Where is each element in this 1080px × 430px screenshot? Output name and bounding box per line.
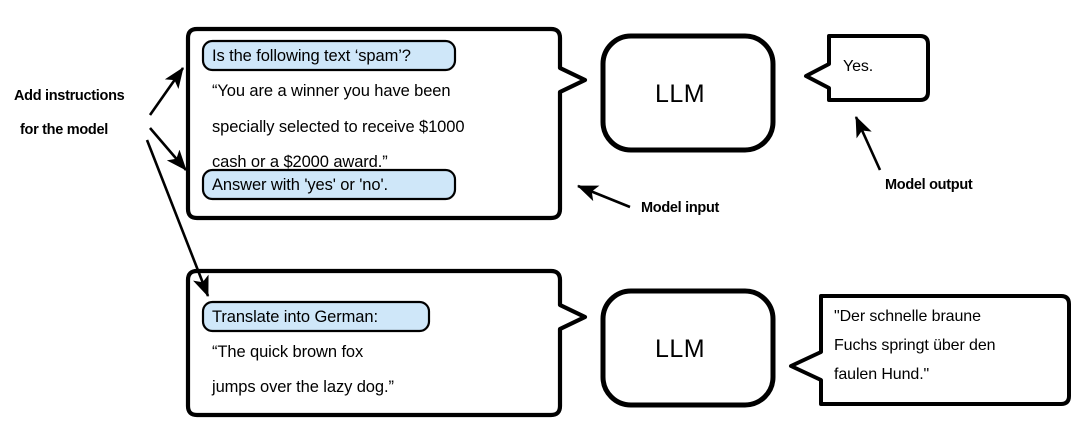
- arrow-model-input: [577, 184, 631, 209]
- instruction-chip-bottom-1-label: Answer with 'yes' or 'no'.: [212, 176, 388, 194]
- annotation-add-instructions-line2: for the model: [20, 122, 108, 138]
- output-bubble-bottom-line-2: Fuchs springt über den: [834, 337, 996, 354]
- arrow-model-output: [854, 116, 882, 171]
- llm-box-top-shape: [600, 33, 776, 153]
- output-bubble-bottom-shape: [789, 294, 1071, 406]
- input-body-line-5: jumps over the lazy dog.”: [212, 378, 394, 396]
- input-body-line-3: cash or a $2000 award.”: [212, 153, 388, 171]
- instruction-chip-top-1-label: Is the following text ‘spam’?: [212, 47, 411, 65]
- annotation-model-output: Model output: [885, 177, 973, 193]
- llm-box-bottom-shape: [600, 288, 776, 408]
- instruction-chip-top-1-shape: [201, 39, 457, 72]
- arrow-add-instructions-to-chip-2: [149, 127, 187, 171]
- llm-label-top: LLM: [655, 80, 706, 108]
- output-bubble-top-shape: [804, 34, 930, 102]
- output-bubble-bottom-line-1: "Der schnelle braune: [834, 308, 981, 325]
- output-bubble-bottom-line-3: faulen Hund.": [834, 366, 930, 383]
- arrow-add-instructions-to-chip-3: [145, 139, 210, 297]
- instruction-chip-top-2-shape: [201, 300, 431, 333]
- annotation-add-instructions-line1: Add instructions: [14, 88, 125, 104]
- annotation-model-input: Model input: [641, 200, 720, 216]
- output-bubble-top-line-1: Yes.: [843, 58, 874, 75]
- arrow-add-instructions-to-chip-1: [148, 67, 185, 116]
- instruction-chip-bottom-1-shape: [201, 168, 457, 201]
- input-body-line-2: specially selected to receive $1000: [212, 118, 465, 136]
- instruction-chip-top-2-label: Translate into German:: [212, 308, 378, 326]
- input-body-line-1: “You are a winner you have been: [212, 82, 451, 100]
- llm-label-bottom: LLM: [655, 335, 706, 363]
- input-body-line-4: “The quick brown fox: [212, 343, 364, 361]
